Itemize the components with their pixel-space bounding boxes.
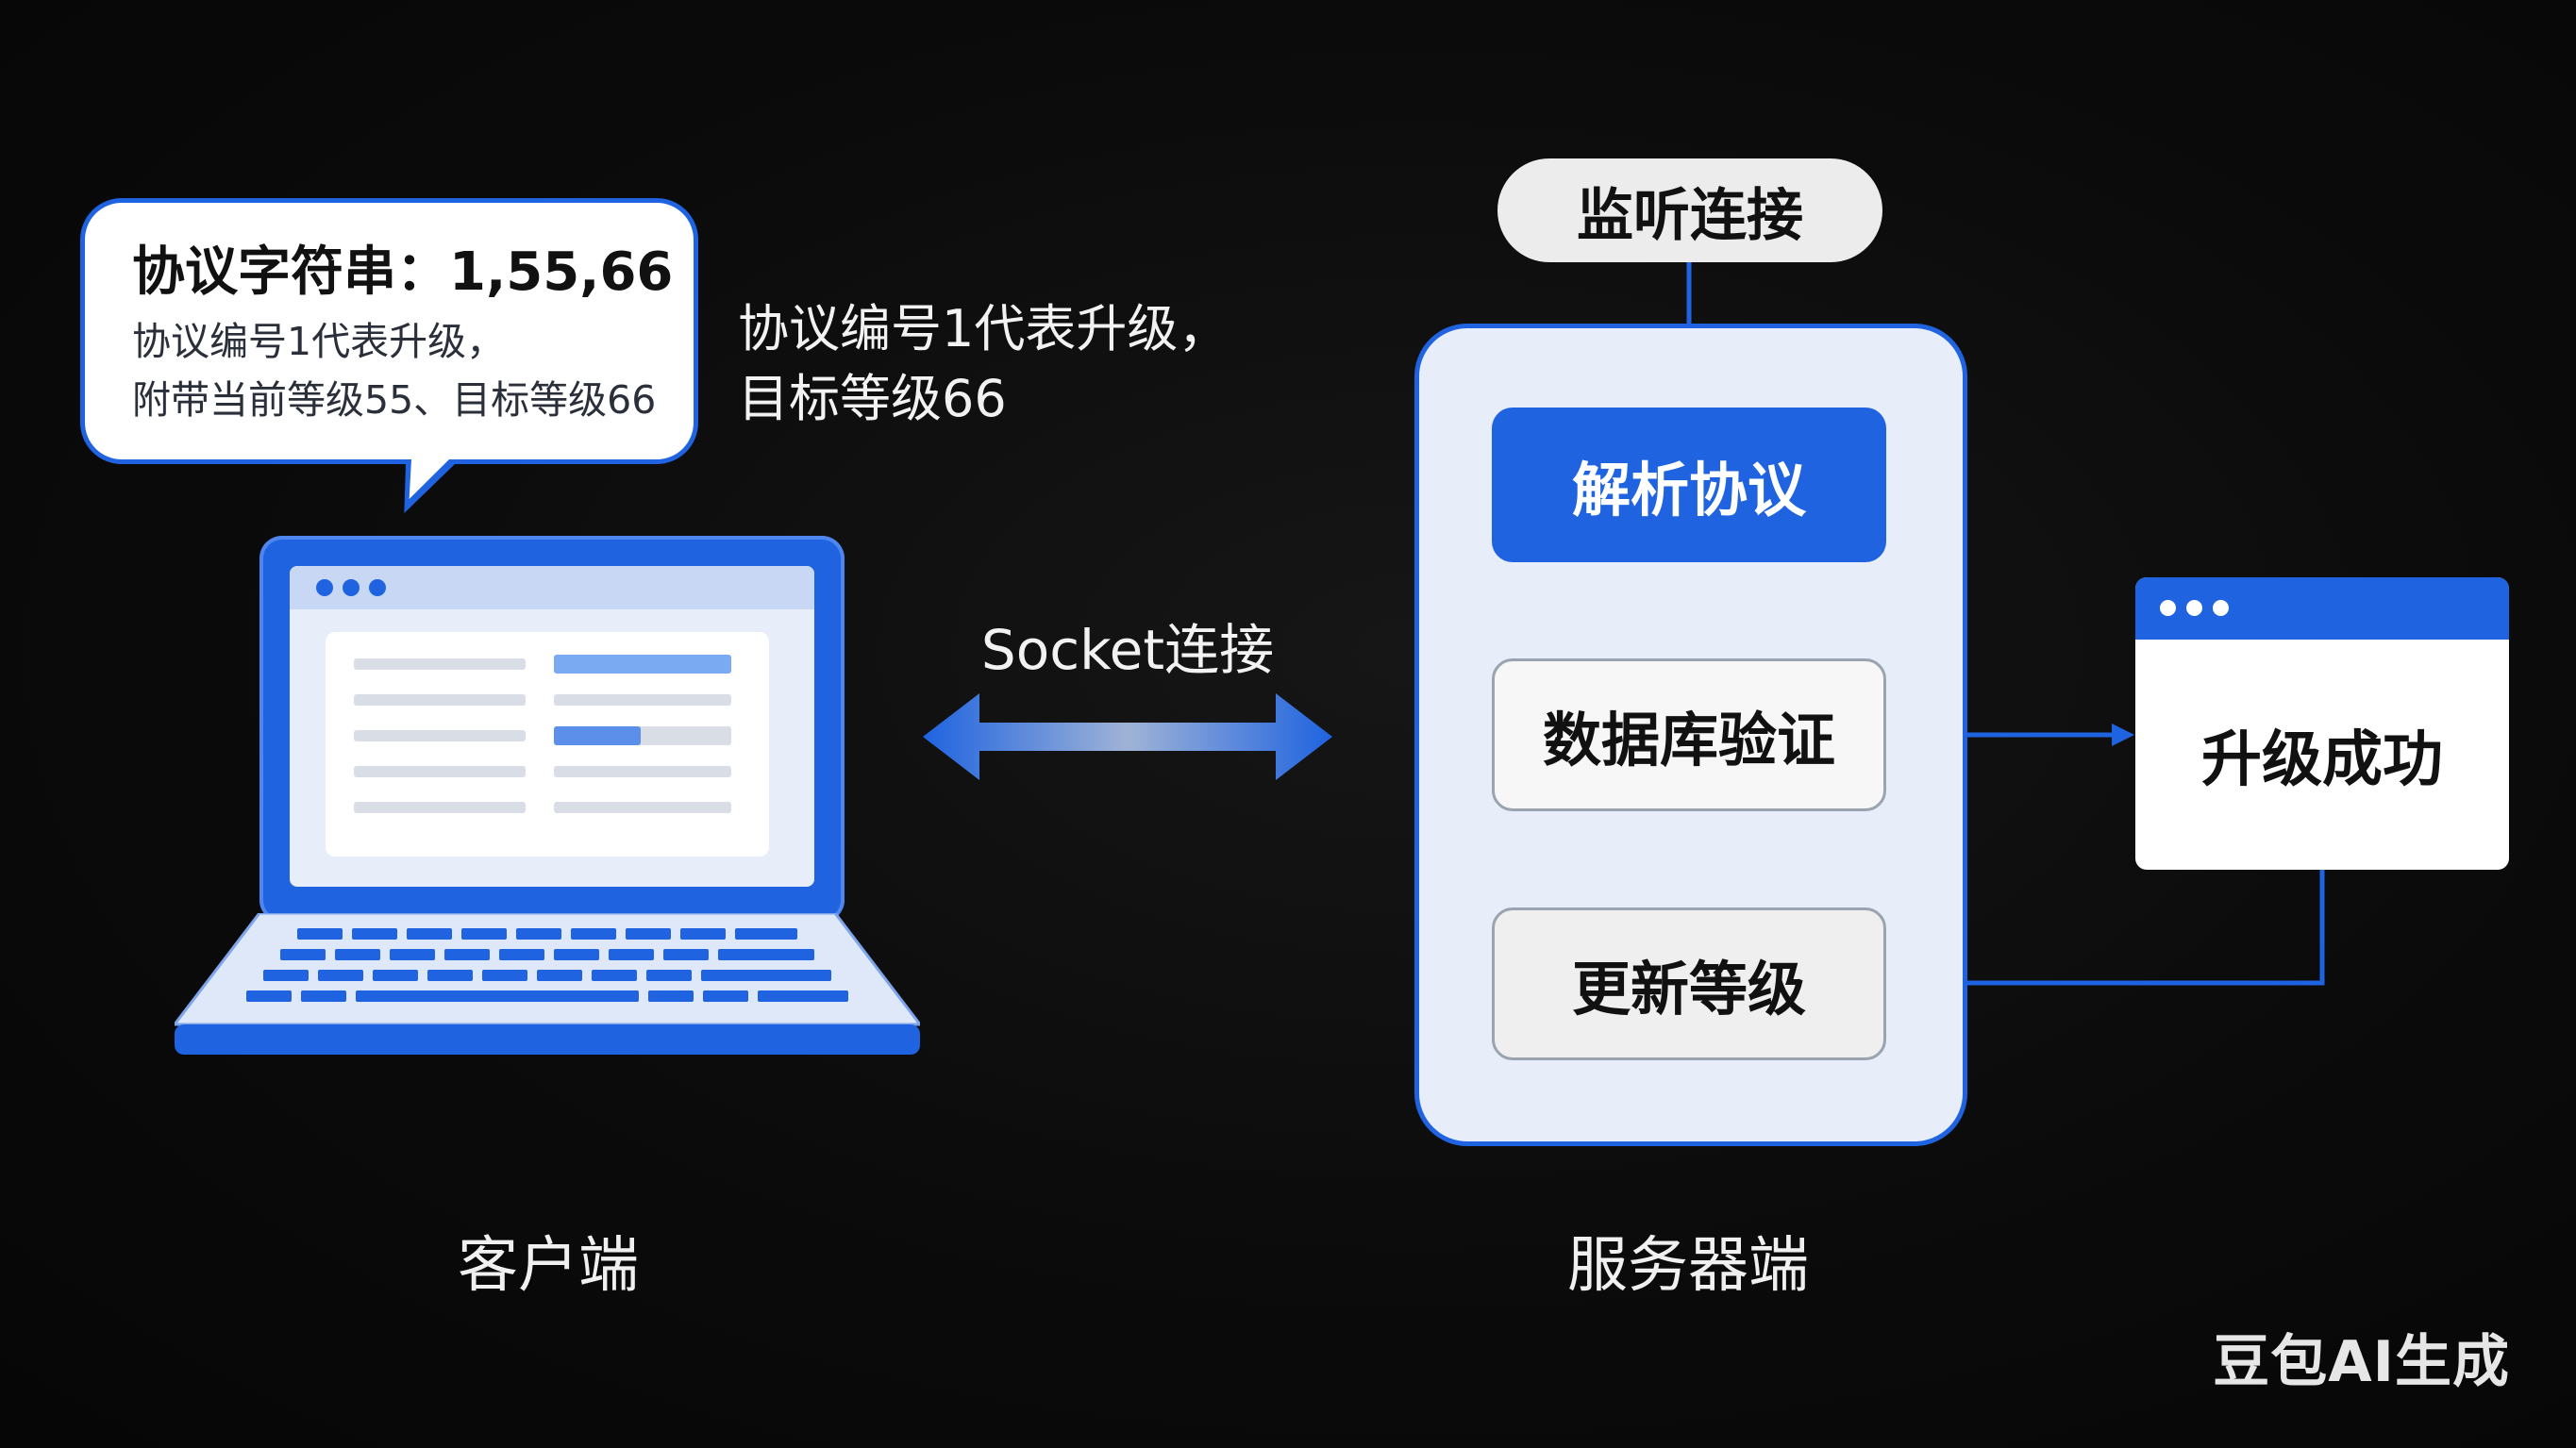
content-line <box>354 694 526 706</box>
window-dot-icon <box>2160 600 2176 616</box>
laptop-keyboard-base <box>175 913 920 1055</box>
side-note-line1: 协议编号1代表升级， <box>738 299 1229 358</box>
watermark: 豆包AI生成 <box>2213 1329 2510 1395</box>
upgrade-success-window: 升级成功 <box>2135 577 2509 870</box>
window-dot-icon <box>343 579 360 596</box>
client-caption: 客户端 <box>458 1231 639 1301</box>
content-line <box>554 655 731 674</box>
side-note: 协议编号1代表升级， 目标等级66 <box>738 294 1229 434</box>
protocol-desc-line2: 附带当前等级55、目标等级66 <box>132 377 657 423</box>
content-line <box>354 730 526 741</box>
laptop-screen-window <box>290 566 814 887</box>
side-note-line2: 目标等级66 <box>738 369 1007 428</box>
update-level-step: 更新等级 <box>1492 907 1886 1060</box>
content-line <box>354 658 526 670</box>
content-line <box>554 766 731 777</box>
content-line <box>354 766 526 777</box>
progress-fill <box>554 726 641 745</box>
content-line <box>554 802 731 813</box>
content-line <box>554 694 731 706</box>
protocol-string-title: 协议字符串：1,55,66 <box>132 241 674 303</box>
window-dot-icon <box>2213 600 2229 616</box>
protocol-speech-bubble: 协议字符串：1,55,66 协议编号1代表升级， 附带当前等级55、目标等级66 <box>80 198 698 513</box>
laptop-icon <box>175 536 920 1064</box>
window-content-card <box>326 632 769 857</box>
socket-double-arrow <box>923 693 1332 780</box>
window-dot-icon <box>2186 600 2202 616</box>
socket-connection-label: Socket连接 <box>980 618 1275 682</box>
database-verify-step: 数据库验证 <box>1492 658 1886 811</box>
parse-protocol-step: 解析协议 <box>1492 408 1886 562</box>
listen-connection-node: 监听连接 <box>1497 158 1882 262</box>
server-caption: 服务器端 <box>1567 1231 1809 1301</box>
line-update-to-success <box>1886 870 2325 986</box>
window-dot-icon <box>369 579 386 596</box>
protocol-desc-line1: 协议编号1代表升级， <box>132 319 506 364</box>
window-dot-icon <box>316 579 333 596</box>
content-line <box>354 802 526 813</box>
upgrade-success-label: 升级成功 <box>2201 725 2443 795</box>
